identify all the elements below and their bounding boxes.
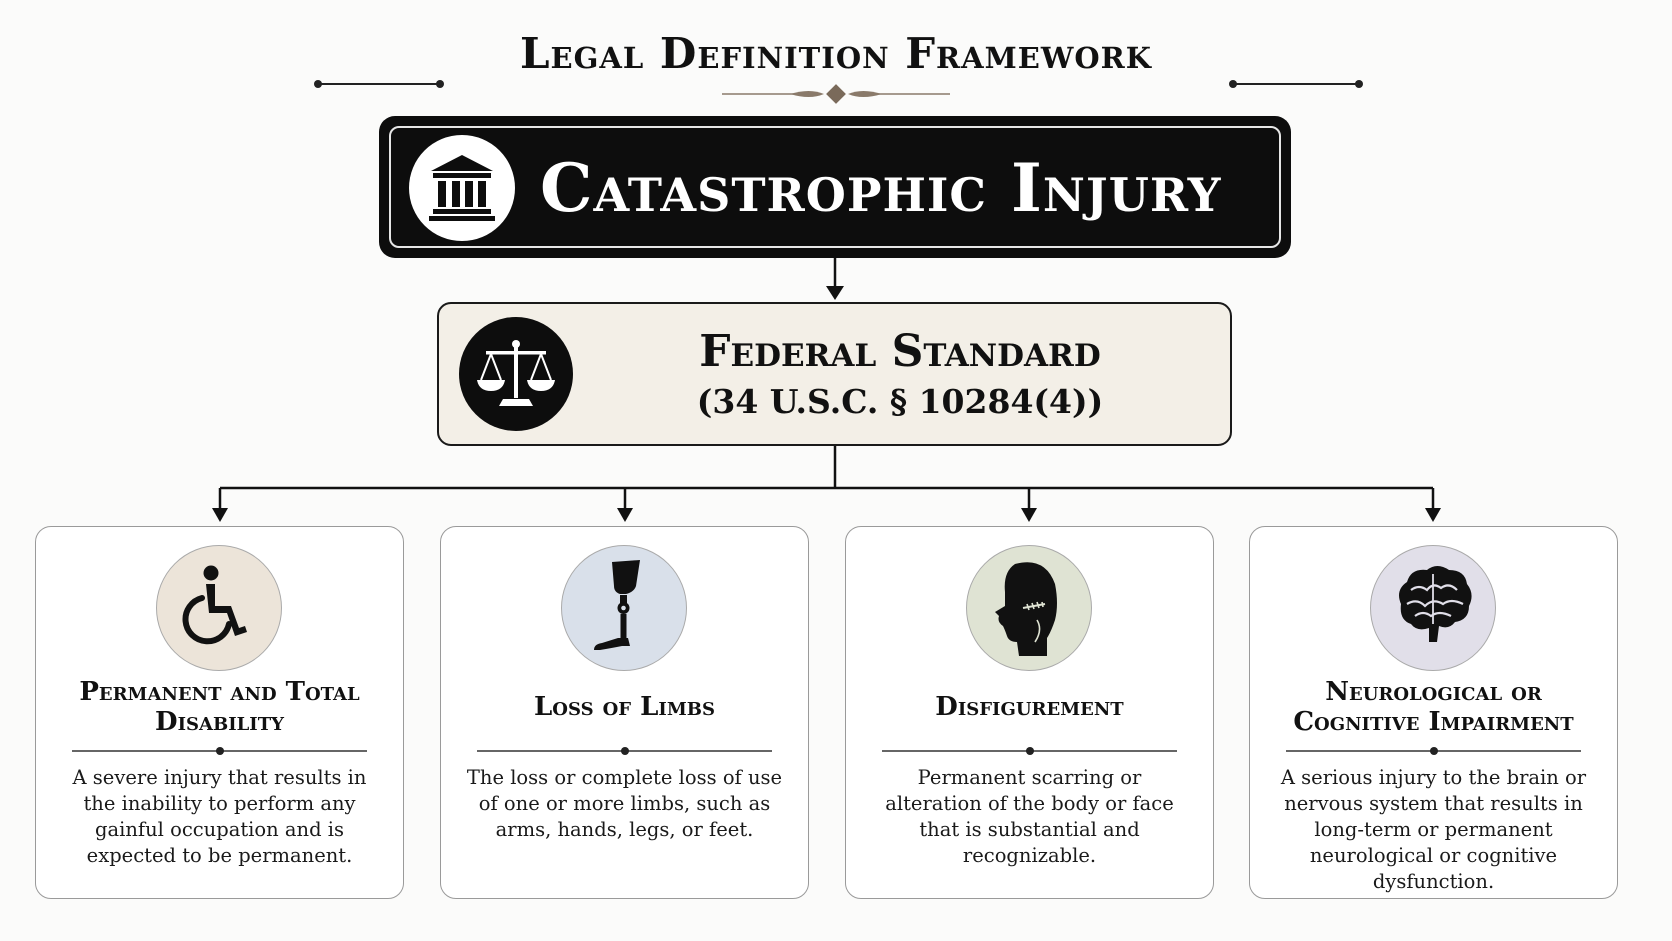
card-divider-dot	[216, 747, 224, 755]
title-rule-left	[318, 83, 440, 85]
card-divider-dot	[621, 747, 629, 755]
category-card-neurological: Neurological or Cognitive Impairment A s…	[1249, 526, 1618, 899]
title-rule-left-dot	[436, 80, 444, 88]
category-card-disability: Permanent and Total Disability A severe …	[35, 526, 404, 899]
category-description: A serious injury to the brain or nervous…	[1280, 766, 1587, 893]
category-description: The loss or complete loss of use of one …	[466, 766, 783, 841]
title-rule-right-dot	[1355, 80, 1363, 88]
category-description: Permanent scarring or alteration of the …	[885, 766, 1174, 867]
prosthetic-leg-icon	[561, 545, 687, 671]
category-title: Loss of Limbs	[534, 692, 715, 722]
federal-standard-title: Federal Standard	[699, 326, 1101, 377]
page-title: Legal Definition Framework	[520, 29, 1152, 78]
top-box-title: Catastrophic Injury	[540, 149, 1222, 227]
federal-standard-citation: (34 U.S.C. § 10284(4))	[696, 382, 1104, 421]
card-divider-dot	[1430, 747, 1438, 755]
card-divider-dot	[1026, 747, 1034, 755]
title-rule-right-dot	[1229, 80, 1237, 88]
category-card-loss-of-limbs: Loss of Limbs The loss or complete loss …	[440, 526, 809, 899]
category-card-disfigurement: Disfigurement Permanent scarring or alte…	[845, 526, 1214, 899]
title-rule-left-dot	[314, 80, 322, 88]
scales-of-justice-icon	[459, 317, 573, 431]
courthouse-icon	[409, 135, 515, 241]
category-description: A severe injury that results in the inab…	[72, 766, 367, 867]
category-title: Disfigurement	[935, 692, 1124, 722]
brain-icon	[1370, 545, 1496, 671]
category-title: Permanent and Total Disability	[79, 677, 360, 737]
scarred-face-icon	[966, 545, 1092, 671]
wheelchair-icon	[156, 545, 282, 671]
catastrophic-injury-box	[379, 116, 1291, 258]
title-ornament	[722, 84, 950, 104]
category-title: Neurological or Cognitive Impairment	[1293, 677, 1574, 737]
top-box-inner-border	[389, 126, 1281, 248]
title-rule-right	[1233, 83, 1359, 85]
